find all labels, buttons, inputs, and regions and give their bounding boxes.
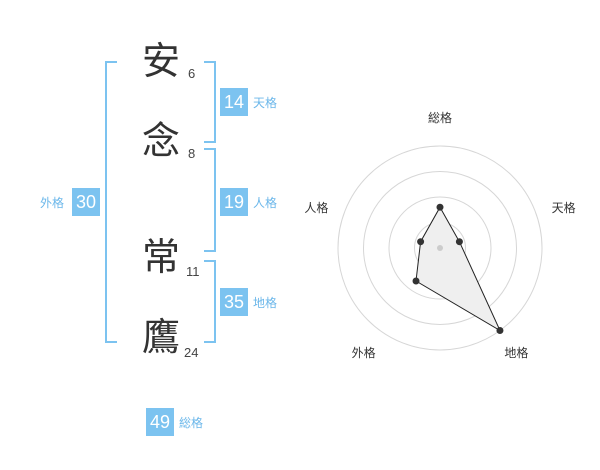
stroke-count-1: 6: [188, 66, 196, 81]
radar-axis-label: 総格: [428, 110, 452, 125]
radar-point: [455, 238, 463, 246]
jinkaku-bracket: [204, 148, 216, 252]
radar-points: [412, 203, 504, 335]
radar-axis-label: 人格: [304, 200, 328, 215]
chikaku-value: 35: [220, 288, 248, 316]
soukaku-value: 49: [146, 408, 174, 436]
radar-ring: [388, 196, 492, 300]
jinkaku-label: 人格: [253, 196, 278, 210]
radar-point: [496, 327, 504, 335]
stroke-count-3: 11: [186, 264, 200, 279]
gaikaku-label: 外格: [40, 196, 65, 210]
radar-ring: [337, 145, 543, 351]
tenkaku-label: 天格: [253, 96, 278, 110]
jinkaku-value: 19: [220, 188, 248, 216]
radar-area: [415, 206, 502, 332]
name-char-1: 安: [142, 39, 181, 83]
name-char-2: 念: [142, 119, 181, 163]
gaikaku-bracket: [105, 61, 117, 343]
soukaku-label: 総格: [179, 416, 204, 430]
gaikaku-value: 30: [72, 188, 100, 216]
radar-center: [437, 245, 443, 251]
radar-ring: [363, 171, 517, 325]
name-char-4: 鷹: [142, 315, 181, 359]
radar-axis-label: 地格: [504, 345, 528, 360]
chikaku-bracket: [204, 260, 216, 343]
radar-axis-label: 外格: [352, 345, 376, 360]
stroke-count-4: 24: [184, 345, 199, 360]
radar-point: [436, 203, 444, 211]
tenkaku-value: 14: [220, 88, 248, 116]
tenkaku-bracket: [204, 61, 216, 143]
radar-point: [417, 238, 425, 246]
name-char-3: 常: [142, 235, 181, 279]
chikaku-label: 地格: [253, 296, 278, 310]
stroke-count-2: 8: [188, 146, 196, 161]
radar-axis-label: 天格: [552, 200, 576, 215]
radar-point: [412, 277, 420, 285]
